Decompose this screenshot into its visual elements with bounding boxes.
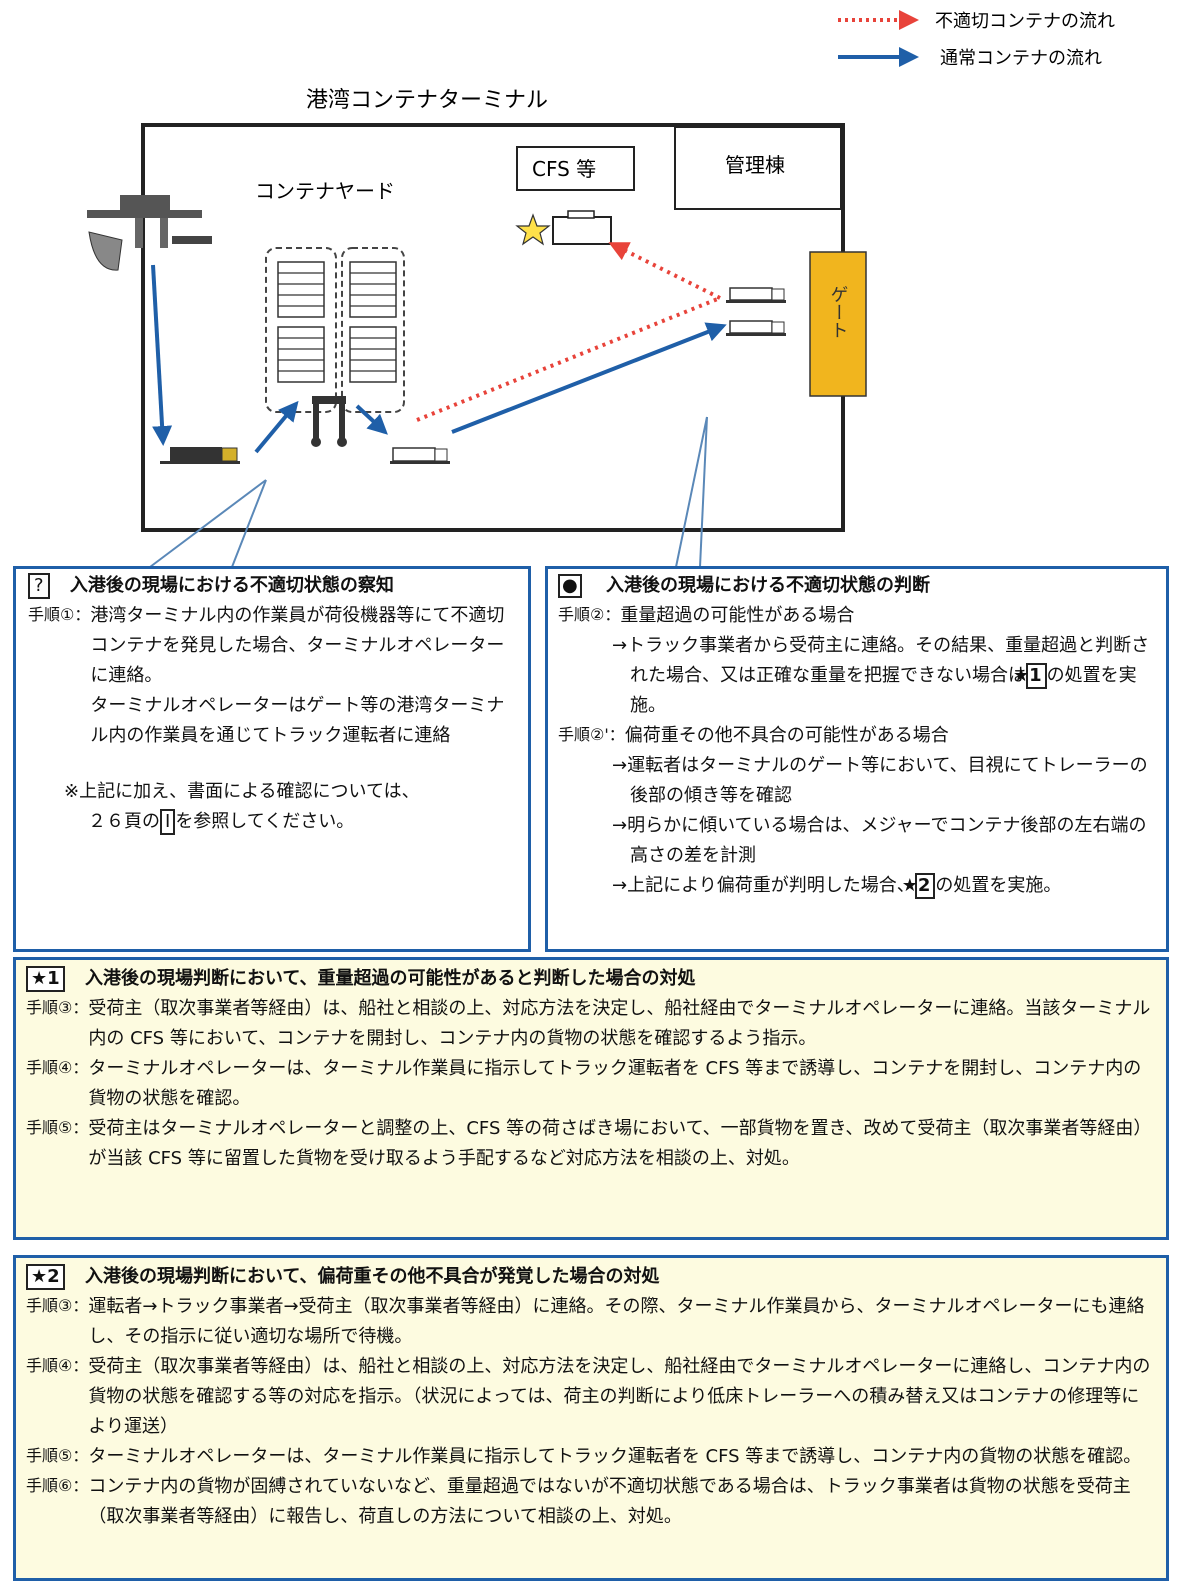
step1-label: 手順①： <box>28 605 91 624</box>
yard-label: コンテナヤード <box>255 179 395 203</box>
star-icon <box>515 213 551 246</box>
step2-text: 重量超過の可能性がある場合 <box>620 605 855 626</box>
star2-step-text: 受荷主（取次事業者等経由）は、船社と相談の上、対応方法を決定し、船社経由でターミ… <box>88 1356 1151 1437</box>
star2-step-text: コンテナ内の貨物が固縛されていないなど、重量超過ではないが不適切状態である場合は… <box>88 1476 1131 1527</box>
note-a: ※上記に加え、書面による確認については、 <box>64 781 420 802</box>
note-b-prefix: ２６頁の <box>88 811 160 832</box>
step2-arrow-suffix: の処置を実施。 <box>630 665 1137 716</box>
step2b-text: 偏荷重その他不具合の可能性がある場合 <box>624 725 949 746</box>
star2-mark: ★2 <box>26 1264 65 1290</box>
star2-box: ★2 入港後の現場判断において、偏荷重その他不具合が発覚した場合の対処 手順③：… <box>13 1255 1169 1581</box>
star2-step-label: 手順④： <box>26 1356 89 1375</box>
star2-step: 手順④： 受荷主（取次事業者等経由）は、船社と相談の上、対応方法を決定し、船社経… <box>26 1352 1156 1442</box>
step2b-label: 手順②'： <box>558 725 625 744</box>
judge-title: 入港後の現場における不適切状態の判断 <box>606 575 930 596</box>
star1-step: 手順④： ターミナルオペレーターは、ターミナル作業員に指示してトラック運転者を … <box>26 1054 1156 1114</box>
star2-step: 手順③： 運転者→トラック事業者→受荷主（取次事業者等経由）に連絡。その際、ター… <box>26 1292 1156 1352</box>
ship-crane-icon <box>87 195 212 271</box>
callout-lines <box>149 416 708 568</box>
normal-flow-arrows <box>151 264 727 454</box>
step1-text-a: 港湾ターミナル内の作業員が荷役機器等にて不適切コンテナを発見した場合、ターミナル… <box>90 605 505 686</box>
star1-mark: ★1 <box>26 966 65 992</box>
star1-ref: ★1 <box>1013 663 1047 689</box>
star1-step-label: 手順④： <box>26 1058 89 1077</box>
step2-arrow: →トラック事業者から受荷主に連絡。その結果、重量超過と判断された場合、又は正確な… <box>558 631 1156 721</box>
step1-text-b: ターミナルオペレーターはゲート等の港湾ターミナル内の作業員を通じてトラック運転者… <box>90 695 505 746</box>
detect-box: ? 入港後の現場における不適切状態の察知 手順①： 港湾ターミナル内の作業員が荷… <box>13 566 531 952</box>
star2-step-label: 手順⑥： <box>26 1476 89 1495</box>
truck-icon-gate-upper <box>726 287 786 303</box>
gate-label: ゲート <box>828 285 849 339</box>
cfs-box <box>516 146 635 191</box>
step2-label: 手順②： <box>558 605 621 624</box>
cfs-building-icon <box>552 216 612 245</box>
star1-step-text: 受荷主はターミナルオペレーターと調整の上、CFS 等の荷さばき場において、一部貨… <box>88 1118 1152 1169</box>
star2-step: 手順⑥： コンテナ内の貨物が固縛されていないなど、重量超過ではないが不適切状態で… <box>26 1472 1156 1532</box>
star1-step-label: 手順⑤： <box>26 1118 89 1137</box>
truck-icon-gate-lower <box>726 320 786 336</box>
star2-title: 入港後の現場判断において、偏荷重その他不具合が発覚した場合の対処 <box>84 1266 660 1287</box>
legend-normal-label: 通常コンテナの流れ <box>940 48 1102 69</box>
step2b-arrow3-suffix: の処置を実施。 <box>935 875 1062 896</box>
cfs-building-roof <box>567 210 595 219</box>
note-b-suffix: を参照してください。 <box>175 811 355 832</box>
star1-step-text: ターミナルオペレーターは、ターミナル作業員に指示してトラック運転者を CFS 等… <box>88 1058 1142 1109</box>
legend: 不適切コンテナの流れ 通常コンテナの流れ <box>838 10 1115 69</box>
truck-icon-center <box>390 447 450 464</box>
cfs-label: CFS 等 <box>532 157 596 181</box>
straddle-carrier-icon <box>311 396 347 447</box>
star1-step: 手順③： 受荷主（取次事業者等経由）は、船社と相談の上、対応方法を決定し、船社経… <box>26 994 1156 1054</box>
star1-box: ★1 入港後の現場判断において、重量超過の可能性があると判断した場合の対処 手順… <box>13 957 1169 1240</box>
star2-step-text: ターミナルオペレーターは、ターミナル作業員に指示してトラック運転者を CFS 等… <box>88 1446 1142 1467</box>
star1-step: 手順⑤： 受荷主はターミナルオペレーターと調整の上、CFS 等の荷さばき場におい… <box>26 1114 1156 1174</box>
detect-title: 入港後の現場における不適切状態の察知 <box>69 575 394 596</box>
step2b-arrow2: →明らかに傾いている場合は、メジャーでコンテナ後部の左右端の高さの差を計測 <box>612 815 1147 866</box>
star1-step-label: 手順③： <box>26 998 89 1017</box>
star2-step-label: 手順③： <box>26 1296 89 1315</box>
admin-building <box>674 126 842 210</box>
terminal-title: 港湾コンテナターミナル <box>306 88 548 113</box>
truck-icon-left <box>160 447 240 464</box>
star2-step-text: 運転者→トラック事業者→受荷主（取次事業者等経由）に連絡。その際、ターミナル作業… <box>88 1296 1145 1347</box>
star2-step: 手順⑤： ターミナルオペレーターは、ターミナル作業員に指示してトラック運転者を … <box>26 1442 1156 1472</box>
step2b-arrow1: →運転者はターミナルのゲート等において、目視にてトレーラーの後部の傾き等を確認 <box>612 755 1148 806</box>
star2-step-label: 手順⑤： <box>26 1446 89 1465</box>
record-icon: ● <box>558 574 582 598</box>
step2-arrow-prefix: →トラック事業者から受荷主に連絡。その結果、重量超過と判断された場合、又は正確な… <box>612 635 1150 686</box>
gate <box>809 251 867 397</box>
legend-improper-label: 不適切コンテナの流れ <box>935 11 1115 32</box>
improper-flow-arrows <box>416 242 721 422</box>
star2-ref: ★2 <box>902 873 936 899</box>
container-stacks <box>265 247 405 413</box>
admin-label: 管理棟 <box>725 153 785 177</box>
terminal-diagram: 不適切コンテナの流れ 通常コンテナの流れ 港湾コンテナターミナル 管理棟 CFS… <box>87 10 1115 568</box>
question-icon: ? <box>28 573 50 599</box>
star1-step-text: 受荷主（取次事業者等経由）は、船社と相談の上、対応方法を決定し、船社経由でターミ… <box>88 998 1151 1049</box>
ref-mark: Ⅰ <box>160 809 176 835</box>
judge-box: ● 入港後の現場における不適切状態の判断 手順②： 重量超過の可能性がある場合 … <box>545 566 1169 952</box>
step2b-arrow3-prefix: →上記により偏荷重が判明した場合、 <box>612 875 915 896</box>
star1-title: 入港後の現場判断において、重量超過の可能性があると判断した場合の対処 <box>84 968 696 989</box>
